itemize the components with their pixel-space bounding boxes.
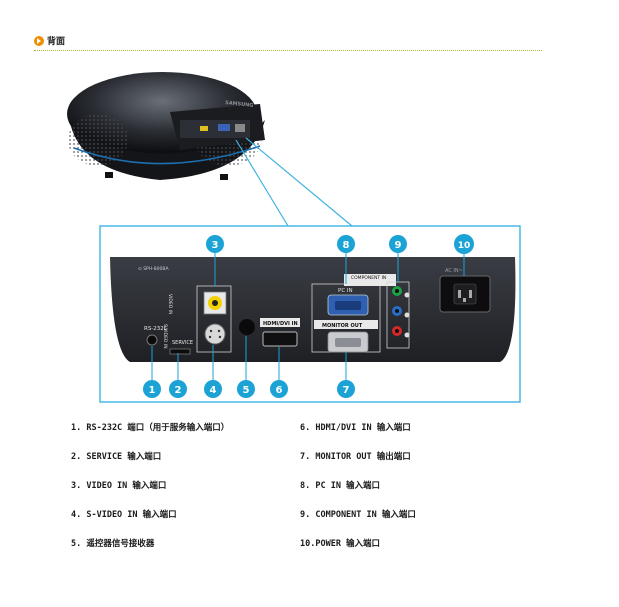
svg-text:MONITOR OUT: MONITOR OUT xyxy=(322,323,363,329)
arrow-bullet-icon xyxy=(34,35,44,46)
svg-text:S-VIDEO IN: S-VIDEO IN xyxy=(162,324,168,349)
callout-2: 2 xyxy=(169,380,187,398)
svg-text:3: 3 xyxy=(212,240,219,251)
callout-5: 5 xyxy=(237,380,255,398)
svg-text:6: 6 xyxy=(276,385,283,396)
hdmi-dvi-in-port xyxy=(262,331,298,347)
legend-item-4: 4. S-VIDEO IN 输入端口 xyxy=(71,510,177,520)
legend-item-7: 7. MONITOR OUT 输出端口 xyxy=(300,452,411,462)
callout-1: 1 xyxy=(143,380,161,398)
svg-text:VIDEO IN: VIDEO IN xyxy=(167,294,173,314)
svg-text:10: 10 xyxy=(458,241,471,251)
service-port xyxy=(169,348,191,355)
rs232c-port xyxy=(146,334,158,346)
projector-rear-illustration: SAMSUNG ⊙ SPH-800BA RS-232C SERVICE VIDE… xyxy=(67,72,521,403)
svg-text:AC IN~: AC IN~ xyxy=(445,268,463,274)
callout-8: 8 xyxy=(337,235,355,253)
callout-7: 7 xyxy=(337,380,355,398)
svg-text:⊙ SPH-800BA: ⊙ SPH-800BA xyxy=(138,266,169,272)
callout-4: 4 xyxy=(204,380,222,398)
section-title: 背面 xyxy=(47,37,66,47)
svg-text:2: 2 xyxy=(175,385,182,396)
callout-3: 3 xyxy=(206,235,224,253)
legend-item-8: 8. PC IN 输入端口 xyxy=(300,481,381,491)
legend-item-9: 9. COMPONENT IN 输入端口 xyxy=(300,510,416,520)
remote-sensor xyxy=(239,319,255,335)
legend-item-10: 10.POWER 输入端口 xyxy=(300,539,381,549)
svg-text:PC IN: PC IN xyxy=(338,288,353,294)
section-header: 背面 xyxy=(34,34,65,47)
svg-text:COMPONENT IN: COMPONENT IN xyxy=(351,275,386,281)
callouts: 1 2 3 4 5 6 7 8 9 10 xyxy=(143,234,474,398)
svg-text:HDMI/DVI IN: HDMI/DVI IN xyxy=(263,321,298,327)
svg-text:5: 5 xyxy=(243,385,250,396)
legend-item-5: 5. 遥控器信号接收器 xyxy=(71,539,155,549)
callout-6: 6 xyxy=(270,380,288,398)
section-divider xyxy=(34,50,542,51)
svg-text:9: 9 xyxy=(395,240,402,251)
callout-10: 10 xyxy=(454,234,474,254)
legend-item-2: 2. SERVICE 输入端口 xyxy=(71,452,162,462)
svg-text:RS-232C: RS-232C xyxy=(144,326,168,332)
svg-text:8: 8 xyxy=(343,240,350,251)
svg-text:1: 1 xyxy=(149,385,156,396)
callout-9: 9 xyxy=(389,235,407,253)
legend-item-3: 3. VIDEO IN 输入端口 xyxy=(71,481,167,491)
legend-item-6: 6. HDMI/DVI IN 输入端口 xyxy=(300,423,411,433)
svg-text:SAMSUNG: SAMSUNG xyxy=(225,100,254,109)
svg-text:4: 4 xyxy=(210,385,217,396)
legend-item-1: 1. RS-232C 端口（用于服务输入端口） xyxy=(71,423,230,433)
projector-body: SAMSUNG xyxy=(67,72,265,180)
svg-text:SERVICE: SERVICE xyxy=(172,340,193,346)
svg-text:7: 7 xyxy=(343,385,350,396)
svideo-in-port xyxy=(204,323,226,345)
